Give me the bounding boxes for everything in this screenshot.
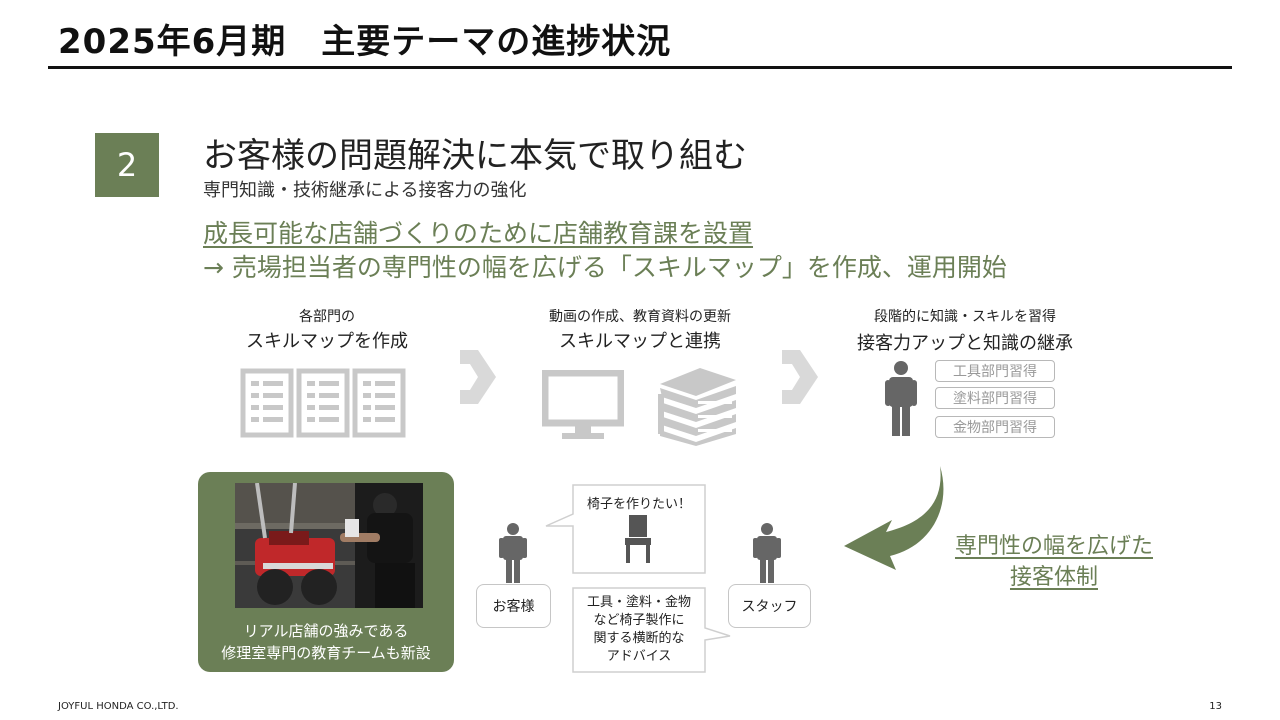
page-title: 2025年6月期 主要テーマの進捗状況 [58,22,672,62]
staff-advice-text: 工具・塗料・金物 など椅子製作に 関する横断的な アドバイス [573,594,705,666]
advice-line-4: アドバイス [606,649,672,664]
document-list-icon [240,368,406,438]
page-number: 13 [1209,701,1222,712]
monitor-icon [542,370,624,439]
person-icon [885,361,917,436]
step3-caption-big: 接客力アップと知識の継承 [857,333,1073,354]
advice-line-2: など椅子製作に [593,613,685,628]
advice-line-1: 工具・塗料・金物 [586,595,691,610]
lead-line-2: → 売場担当者の専門性の幅を広げる「スキルマップ」を作成、運用開始 [203,253,1007,282]
section-number-badge: 2 [95,133,159,197]
step1-caption-big: スキルマップを作成 [246,331,408,352]
step3-caption-small: 段階的に知識・スキルを習得 [874,309,1056,325]
skill-badge-hardware: 金物部門習得 [935,416,1055,438]
section-subheading: 専門知識・技術継承による接客力の強化 [203,180,527,201]
lead-line-1: 成長可能な店舗づくりのために店舗教育課を設置 [203,219,754,248]
panel-text-line2: 修理室専門の教育チームも新設 [221,644,431,662]
customer-label: お客様 [476,584,551,628]
step1-caption-small: 各部門の [299,309,355,325]
staff-label: スタッフ [728,584,811,628]
curved-arrow-icon [844,466,944,570]
books-icon [658,368,736,446]
repair-photo [235,483,423,608]
advice-line-3: 関する横断的な [593,631,685,646]
person-icon [753,523,781,583]
chevron-arrow-icon [460,350,496,404]
person-icon [499,523,527,583]
section-heading: お客様の問題解決に本気で取り組む [203,136,747,176]
title-underline [48,66,1232,69]
footer-company: JOYFUL HONDA CO.,LTD. [58,701,179,712]
skill-badge-tools: 工具部門習得 [935,360,1055,382]
chevron-arrow-icon [782,350,818,404]
chair-icon [625,515,651,563]
conclusion-line-1: 専門性の幅を広げた [954,534,1153,559]
step2-caption-small: 動画の作成、教育資料の更新 [549,309,731,325]
step2-caption-big: スキルマップと連携 [559,331,721,352]
panel-text-line1: リアル店舗の強みである [243,622,409,640]
skill-badge-paint: 塗料部門習得 [935,387,1055,409]
customer-request-text: 椅子を作りたい！ [586,497,691,512]
conclusion-line-2: 接客体制 [1009,565,1098,590]
speech-bubbles [545,484,731,673]
